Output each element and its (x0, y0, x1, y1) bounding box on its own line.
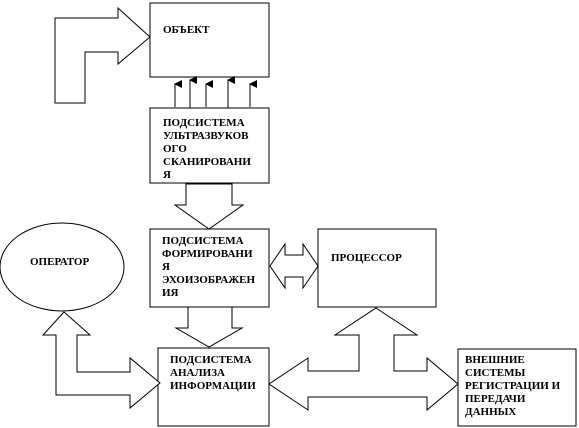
arrow-scanning-to-echo (173, 183, 245, 230)
information-analysis-label: ПОДСИСТЕМА АНАЛИЗА ИНФОРМАЦИИ (170, 354, 268, 393)
arrow-echo-processor (269, 242, 319, 290)
operator-label-line-1: ОПЕРАТОР (30, 256, 90, 268)
object-box (149, 2, 270, 78)
ultrasound-scanning-label-line-3: ОГО (163, 143, 187, 155)
external-systems-label-line-3: РЕГИСТРАЦИИ И (465, 380, 561, 392)
external-systems-label-line-2: СИСТЕМЫ (465, 367, 526, 379)
operator-ellipse (0, 222, 125, 312)
echo-imaging-label: ПОДСИСТЕМА ФОРМИРОВАНИ Я ЭХОИЗОБРАЖЕН ИЯ (162, 235, 268, 300)
input-arrow (54, 6, 151, 104)
ultrasound-scanning-label-line-5: Я (163, 169, 171, 181)
operator-label: ОПЕРАТОР (30, 256, 110, 269)
information-analysis-label-line-2: АНАЛИЗА (170, 367, 225, 379)
processor-box (317, 228, 437, 308)
external-systems-label-line-1: ВНЕШНИЕ (465, 354, 525, 366)
echo-imaging-label-line-4: ЭХОИЗОБРАЖЕН (162, 274, 256, 286)
echo-imaging-box (149, 228, 270, 308)
external-systems-label: ВНЕШНИЕ СИСТЕМЫ РЕГИСТРАЦИИ И ПЕРЕДАЧИ Д… (465, 354, 575, 424)
arrow-analysis-processor-external (268, 307, 459, 412)
object-label: ОБЪЕКТ (163, 24, 263, 37)
echo-imaging-label-line-1: ПОДСИСТЕМА (162, 235, 244, 247)
ultrasound-scanning-label-line-4: СКАНИРОВАНИ (163, 156, 251, 168)
ultrasound-scanning-label: ПОДСИСТЕМА УЛЬТРАЗВУКОВ ОГО СКАНИРОВАНИ … (163, 117, 267, 182)
echo-imaging-label-line-3: Я (162, 261, 170, 273)
processor-label: ПРОЦЕССОР (331, 252, 431, 265)
external-systems-label-line-4: ПЕРЕДАЧИ (465, 393, 526, 405)
information-analysis-box (157, 347, 270, 427)
arrow-operator-analysis (41, 311, 161, 410)
object-label-line-1: ОБЪЕКТ (163, 24, 210, 36)
ultrasound-scanning-label-line-1: ПОДСИСТЕМА (163, 117, 245, 129)
processor-label-line-1: ПРОЦЕССОР (331, 252, 402, 264)
arrow-echo-to-analysis (174, 306, 244, 348)
ultrasound-scanning-box (149, 107, 270, 184)
echo-imaging-label-line-2: ФОРМИРОВАНИ (162, 248, 253, 260)
information-analysis-label-line-3: ИНФОРМАЦИИ (170, 380, 256, 392)
ultrasound-scanning-label-line-2: УЛЬТРАЗВУКОВ (163, 130, 249, 142)
external-systems-label-line-5: ДАННЫХ (465, 406, 517, 418)
external-systems-box (457, 348, 577, 427)
echo-imaging-label-line-5: ИЯ (162, 287, 179, 299)
information-analysis-label-line-1: ПОДСИСТЕМА (170, 354, 252, 366)
